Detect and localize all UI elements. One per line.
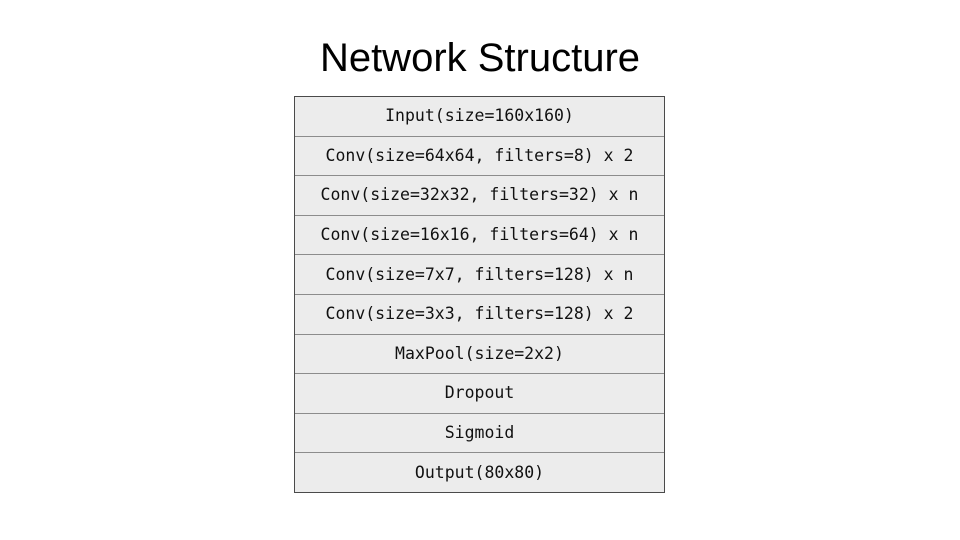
layer-label-conv-7: Conv(size=7x7, filters=128) x n (325, 264, 634, 284)
layer-label-conv-3: Conv(size=3x3, filters=128) x 2 (325, 304, 634, 324)
layer-row: Conv(size=16x16, filters=64) x n (295, 215, 664, 256)
layer-row: Output(80x80) (295, 453, 664, 492)
layer-row: MaxPool(size=2x2) (295, 334, 664, 375)
layer-row: Conv(size=32x32, filters=32) x n (295, 176, 664, 216)
layer-label-dropout: Dropout (444, 383, 515, 403)
layer-label-output: Output(80x80) (414, 462, 545, 482)
layer-row: Conv(size=3x3, filters=128) x 2 (295, 294, 664, 335)
layer-label-sigmoid: Sigmoid (444, 423, 515, 443)
layer-row: Dropout (295, 374, 664, 414)
layer-label-input: Input(size=160x160) (385, 106, 574, 126)
layer-label-conv-32: Conv(size=32x32, filters=32) x n (320, 185, 639, 205)
layer-label-maxpool: MaxPool(size=2x2) (395, 343, 564, 363)
layer-label-conv-16: Conv(size=16x16, filters=64) x n (320, 225, 639, 245)
page-title: Network Structure (319, 36, 641, 80)
layer-label-conv-64: Conv(size=64x64, filters=8) x 2 (325, 145, 634, 165)
layer-row: Conv(size=7x7, filters=128) x n (295, 255, 664, 295)
layer-row: Input(size=160x160) (295, 97, 664, 137)
network-structure-diagram: Input(size=160x160) Conv(size=64x64, fil… (294, 96, 665, 493)
layer-row: Sigmoid (295, 413, 664, 454)
layer-row: Conv(size=64x64, filters=8) x 2 (295, 136, 664, 177)
